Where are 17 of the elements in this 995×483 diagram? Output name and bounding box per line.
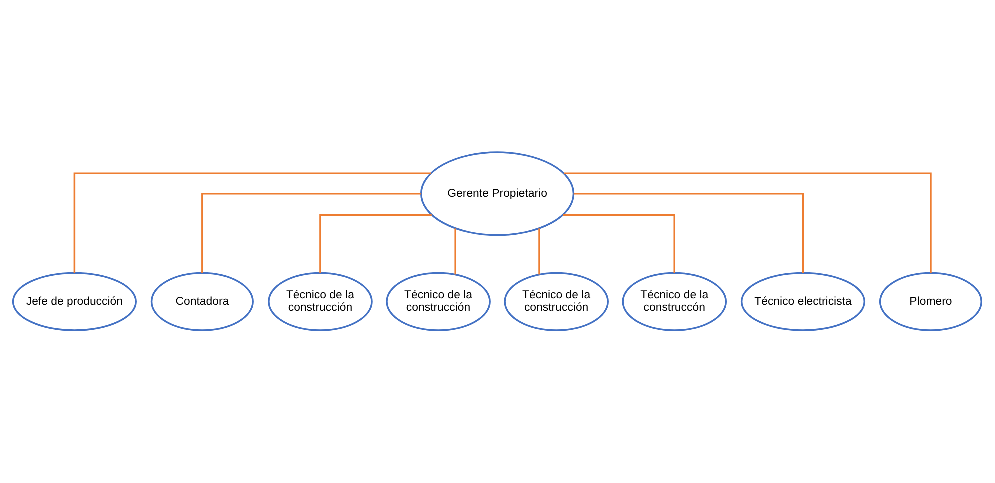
node-ellipse: Técnico electricista (740, 272, 866, 332)
node-ellipse: Técnico de la construcción (268, 272, 373, 332)
node-ellipse: Técnico de la construcción (386, 272, 491, 332)
connector (454, 228, 456, 275)
connector (563, 214, 676, 274)
connector (202, 193, 422, 274)
node-ellipse: Gerente Propietario (420, 152, 575, 236)
connector (74, 172, 431, 274)
connector (320, 214, 432, 274)
node-ellipse: Técnico de la construccón (622, 272, 728, 332)
node-ellipse: Técnico de la construcción (504, 272, 609, 332)
connector (564, 172, 932, 274)
node-ellipse: Contadora (150, 272, 254, 332)
node-ellipse: Jefe de producción (12, 272, 137, 332)
connector (574, 193, 804, 274)
node-ellipse: Plomero (879, 272, 982, 332)
connector (538, 228, 540, 275)
